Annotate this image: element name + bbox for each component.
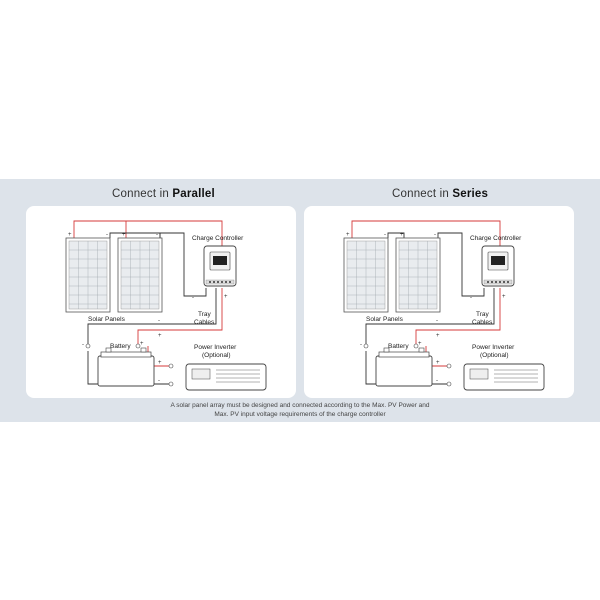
inverter-label-line2: (Optional) <box>202 352 231 359</box>
inverter-label-line2: (Optional) <box>480 352 509 359</box>
polarity-sign: - <box>158 378 160 384</box>
series-title-prefix: Connect in <box>392 188 453 200</box>
footnote-line-1: A solar panel array must be designed and… <box>170 402 430 409</box>
parallel-title-bold: Parallel <box>172 188 215 200</box>
polarity-sign: - <box>192 295 194 301</box>
solar-panel-1 <box>65 237 111 313</box>
battery-label: Battery <box>388 343 409 350</box>
charge-controller <box>203 245 237 287</box>
polarity-sign: - <box>434 232 436 238</box>
charge-controller <box>481 245 515 287</box>
parallel-title: Connect in Parallel <box>112 188 215 200</box>
polarity-sign: + <box>436 360 440 366</box>
polarity-sign: - <box>158 318 160 324</box>
polarity-sign: + <box>158 360 162 366</box>
solar-panel-2 <box>117 237 163 313</box>
polarity-sign: + <box>158 333 162 339</box>
wire-connectors <box>85 343 174 387</box>
inverter-label-line1: Power Inverter <box>194 344 237 351</box>
polarity-sign: + <box>436 333 440 339</box>
solar-panels-label: Solar Panels <box>366 316 404 323</box>
polarity-sign: - <box>106 232 108 238</box>
solar-panel-1 <box>343 237 389 313</box>
series-title-bold: Series <box>452 188 489 200</box>
polarity-sign: + <box>140 341 144 347</box>
series-diagram-card: Charge Controller Solar Panels Tray Cabl… <box>304 206 574 398</box>
polarity-sign: - <box>384 232 386 238</box>
power-inverter <box>185 363 267 391</box>
solar-panel-2 <box>395 237 441 313</box>
polarity-sign: + <box>346 232 350 238</box>
polarity-sign: - <box>360 342 362 348</box>
power-inverter <box>463 363 545 391</box>
charge-controller-label: Charge Controller <box>192 235 244 242</box>
solar-panels-label: Solar Panels <box>88 316 126 323</box>
parallel-diagram-card: Charge Controller Solar Panels Tray Cabl… <box>26 206 296 398</box>
polarity-sign: - <box>156 232 158 238</box>
cables-label: Cables <box>472 319 493 326</box>
battery-label: Battery <box>110 343 131 350</box>
parallel-title-prefix: Connect in <box>112 188 173 200</box>
polarity-sign: + <box>224 294 228 300</box>
footnote: A solar panel array must be designed and… <box>100 402 500 419</box>
polarity-sign: + <box>418 341 422 347</box>
polarity-sign: + <box>502 294 506 300</box>
polarity-sign: + <box>400 232 404 238</box>
polarity-sign: - <box>436 318 438 324</box>
polarity-sign: - <box>470 295 472 301</box>
parallel-diagram: Charge Controller Solar Panels Tray Cabl… <box>65 220 267 391</box>
series-title: Connect in Series <box>392 188 488 200</box>
battery <box>375 347 433 387</box>
footnote-line-2: Max. PV input voltage requirements of th… <box>214 410 386 418</box>
tray-label: Tray <box>476 311 490 318</box>
inverter-label-line1: Power Inverter <box>472 344 515 351</box>
series-diagram: Charge Controller Solar Panels Tray Cabl… <box>343 220 545 391</box>
battery <box>97 347 155 387</box>
polarity-sign: - <box>436 378 438 384</box>
cables-label: Cables <box>194 319 215 326</box>
wire-connectors <box>363 343 452 387</box>
polarity-sign: - <box>82 342 84 348</box>
polarity-sign: + <box>68 232 72 238</box>
tray-label: Tray <box>198 311 212 318</box>
polarity-sign: + <box>122 232 126 238</box>
charge-controller-label: Charge Controller <box>470 235 522 242</box>
